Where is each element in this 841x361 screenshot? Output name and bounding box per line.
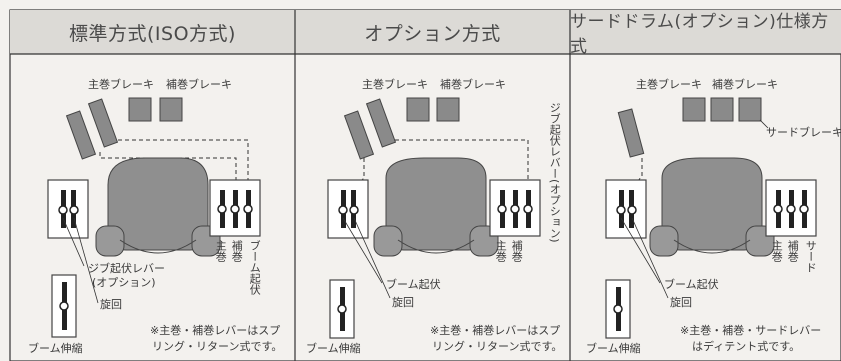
jib-lever-option-vertical-label: ジブ起伏レバー(オプション) <box>548 102 562 243</box>
left-console <box>47 179 89 239</box>
lever-aux-label: 補巻 <box>510 240 524 262</box>
main-brake-label: 主巻ブレーキ <box>636 78 702 91</box>
aux-brake-label: 補巻ブレーキ <box>712 78 778 91</box>
main-brake-label: 主巻ブレーキ <box>362 78 428 91</box>
aux-brake-label: 補巻ブレーキ <box>440 78 506 91</box>
panel-2-title: オプション方式 <box>364 22 501 45</box>
aux-winch-pedal <box>87 98 119 148</box>
lever-aux-label: 補巻 <box>786 240 800 262</box>
note-line-1: ※主巻・補巻レバーはスプ <box>430 324 561 337</box>
note-line-2: リング・リターン式です。 <box>432 340 563 353</box>
boom-derrick-label: ブーム起伏 <box>664 278 719 291</box>
lever-aux-label: 補巻 <box>230 240 244 262</box>
boom-derrick-label: ブーム起伏 <box>386 278 441 291</box>
main-brake-pedal <box>128 97 152 122</box>
lever-main-label: 主巻 <box>494 240 508 262</box>
panel-option <box>327 97 541 339</box>
lever-third-label: サード <box>804 240 818 273</box>
jib-lever-label: ジブ起伏レバー <box>88 262 165 275</box>
panel-third-drum <box>605 97 817 339</box>
lever-boom-label: ブーム起伏 <box>248 240 262 295</box>
lever-main-label: 主巻 <box>214 240 228 262</box>
jib-lever-option-label: (オプション) <box>92 276 156 289</box>
lever-main-label: 主巻 <box>770 240 784 262</box>
boom-extend-label: ブーム伸縮 <box>306 342 361 355</box>
third-brake-label: サードブレーキ <box>766 126 841 139</box>
aux-brake-label: 補巻ブレーキ <box>166 78 232 91</box>
main-winch-pedal <box>65 110 97 160</box>
panel-1-title: 標準方式(ISO方式) <box>69 22 236 45</box>
note-line-2: リング・リターン式です。 <box>152 340 283 353</box>
note-line-1: ※主巻・補巻・サードレバー <box>680 324 822 337</box>
boom-extend-label: ブーム伸縮 <box>28 342 83 355</box>
panel-standard <box>47 97 261 338</box>
swing-label: 旋回 <box>670 296 692 309</box>
header-band <box>10 10 841 54</box>
panel-3-title: サードドラム(オプション)仕様方式 <box>570 12 829 57</box>
boom-extend-label: ブーム伸縮 <box>586 342 641 355</box>
aux-brake-pedal <box>159 97 183 122</box>
swing-label: 旋回 <box>392 296 414 309</box>
main-brake-label: 主巻ブレーキ <box>88 78 154 91</box>
note-line-2: はディテント式です。 <box>692 340 801 353</box>
note-line-1: ※主巻・補巻レバーはスプ <box>150 324 281 337</box>
swing-label: 旋回 <box>100 298 122 311</box>
